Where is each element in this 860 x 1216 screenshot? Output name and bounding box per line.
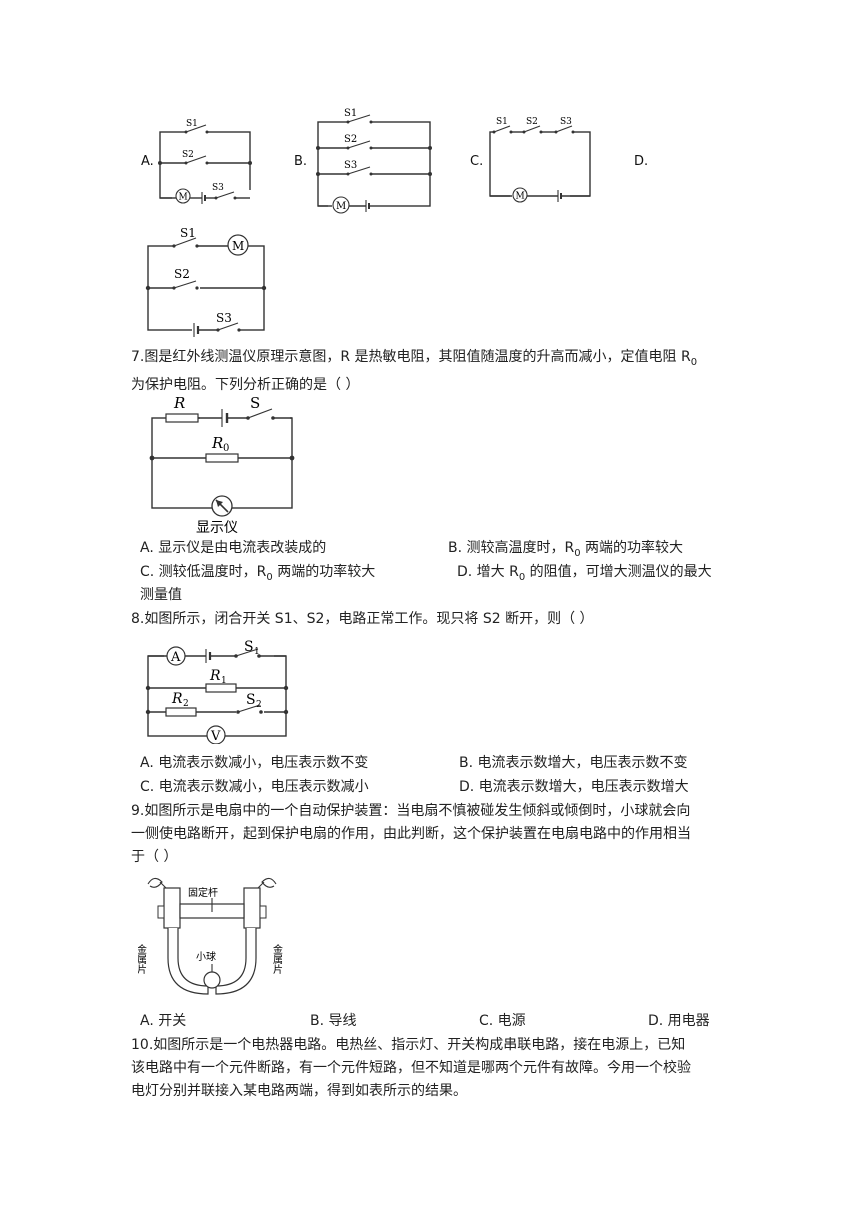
question-10-text: 10.如图所示是一个电热器电路。电热丝、指示灯、开关构成串联电路，接在电源上，已… bbox=[131, 1037, 691, 1099]
q6d-s2-label: S2 bbox=[174, 267, 190, 281]
q6c-s1-label: S1 bbox=[496, 117, 508, 127]
q7-circuit-figure: R S R 0 显示仪 bbox=[149, 394, 295, 534]
q8-s1-label: S bbox=[244, 639, 254, 655]
q8-ammeter-label: A bbox=[170, 650, 181, 665]
q7-option-d[interactable]: D. 增大 R0 的阻值，可增大测温仪的最大 bbox=[457, 564, 712, 583]
q6d-motor-label: M bbox=[232, 239, 244, 253]
q8-s2-sub: 2 bbox=[256, 700, 262, 710]
q9-ball-label: 小球 bbox=[196, 950, 216, 963]
q6-circuit-a: M S1 S2 S3 bbox=[158, 119, 252, 204]
q6c-s3-label: S3 bbox=[560, 117, 572, 127]
q6b-s1-label: S1 bbox=[344, 108, 357, 119]
q9-option-d[interactable]: D. 用电器 bbox=[648, 1013, 710, 1029]
q7-r-label: R bbox=[173, 394, 185, 412]
q9-option-a[interactable]: A. 开关 bbox=[140, 1013, 187, 1029]
q8-r1-label: R bbox=[209, 668, 221, 684]
q7-option-d-continued: 测量值 bbox=[140, 587, 182, 603]
q6-option-c-label: C. bbox=[470, 154, 484, 169]
q7-r0-sub: 0 bbox=[223, 443, 229, 454]
question-7-text: 7.图是红外线测温仪原理示意图，R 是热敏电阻，其阻值随温度的升高而减小，定值电… bbox=[131, 349, 698, 393]
q9-protection-device-figure: 固定杆 小球 金属片 金属片 bbox=[138, 877, 283, 995]
q9-metal-right-label: 金属片 bbox=[271, 943, 283, 975]
q8-r2-sub: 2 bbox=[183, 699, 189, 709]
q9-option-b[interactable]: B. 导线 bbox=[310, 1013, 357, 1029]
q6a-s3-label: S3 bbox=[212, 183, 224, 193]
q9-option-c[interactable]: C. 电源 bbox=[479, 1013, 526, 1029]
q7-display-label: 显示仪 bbox=[196, 520, 238, 534]
q6-circuit-d: M S1 S2 S3 bbox=[145, 226, 267, 337]
q6-option-a-label: A. bbox=[141, 154, 154, 169]
q9-metal-left-label: 金属片 bbox=[138, 943, 147, 975]
q6d-s3-label: S3 bbox=[216, 311, 232, 325]
q8-option-b[interactable]: B. 电流表示数增大，电压表示数不变 bbox=[459, 755, 688, 771]
q7-option-a[interactable]: A. 显示仪是由电流表改装成的 bbox=[140, 540, 327, 556]
q6-option-d-label: D. bbox=[634, 154, 649, 169]
q8-s1-sub: 1 bbox=[254, 647, 260, 657]
q6b-s2-label: S2 bbox=[344, 134, 357, 145]
q7-option-b[interactable]: B. 测较高温度时，R0 两端的功率较大 bbox=[448, 540, 684, 559]
q8-r1-sub: 1 bbox=[221, 676, 227, 686]
q8-circuit-figure: A V S 1 R 1 R 2 S 2 bbox=[145, 639, 289, 744]
q6c-s2-label: S2 bbox=[526, 117, 538, 127]
q8-s2-label: S bbox=[246, 692, 256, 708]
q6-option-b-label: B. bbox=[294, 154, 308, 169]
q6c-motor-label: M bbox=[516, 192, 525, 202]
q6-circuit-c: M S1 S2 S3 bbox=[489, 117, 591, 203]
q7-option-c[interactable]: C. 测较低温度时，R0 两端的功率较大 bbox=[140, 564, 376, 583]
q8-option-c[interactable]: C. 电流表示数减小，电压表示数减小 bbox=[140, 779, 369, 795]
q8-r2-label: R bbox=[171, 691, 183, 707]
q9-rod-label: 固定杆 bbox=[188, 886, 218, 899]
q6a-s2-label: S2 bbox=[182, 150, 194, 160]
q7-r0-label: R bbox=[211, 434, 223, 452]
q7-s-label: S bbox=[250, 394, 260, 412]
q6d-s1-label: S1 bbox=[180, 226, 196, 240]
q8-option-a[interactable]: A. 电流表示数减小，电压表示数不变 bbox=[140, 755, 369, 771]
question-8-text: 8.如图所示，闭合开关 S1、S2，电路正常工作。现只将 S2 断开，则（ ） bbox=[131, 611, 594, 627]
q8-option-d[interactable]: D. 电流表示数增大，电压表示数增大 bbox=[459, 779, 689, 795]
question-9-text: 9.如图所示是电扇中的一个自动保护装置：当电扇不慎被碰发生倾斜或倾倒时，小球就会… bbox=[131, 803, 691, 865]
q6b-s3-label: S3 bbox=[344, 160, 357, 171]
q6-circuit-b: M S1 S2 S3 bbox=[316, 108, 432, 214]
q6a-s1-label: S1 bbox=[186, 119, 198, 129]
q6b-motor-label: M bbox=[336, 201, 346, 212]
q8-voltmeter-label: V bbox=[210, 729, 221, 744]
q6a-motor-label: M bbox=[179, 193, 188, 203]
